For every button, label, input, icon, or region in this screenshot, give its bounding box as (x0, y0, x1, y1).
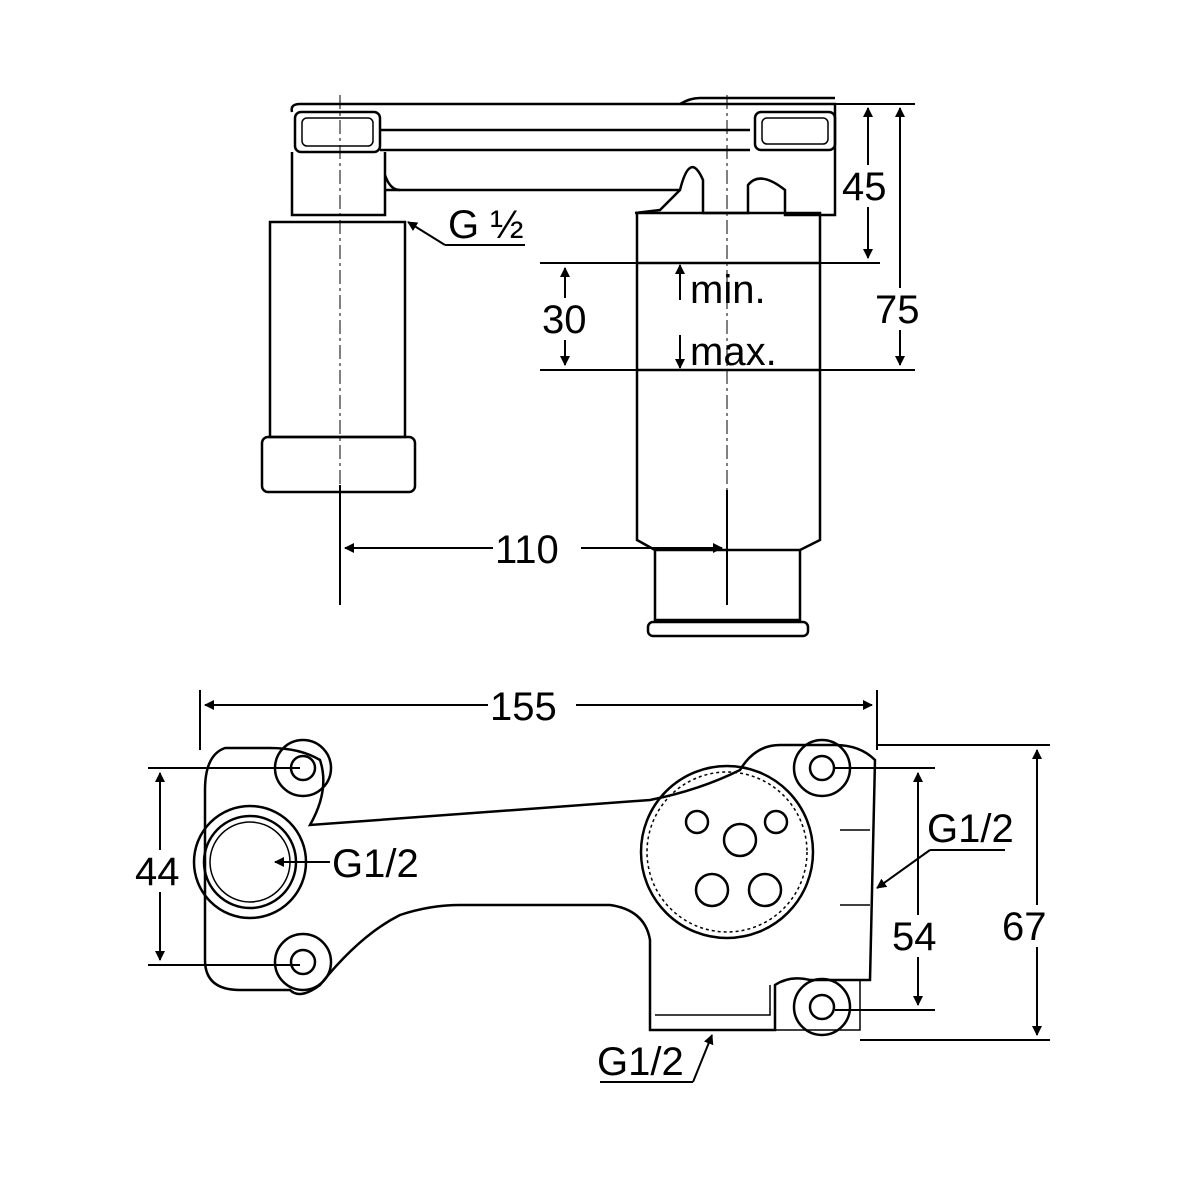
dim-75: 75 (875, 288, 920, 332)
valve-body (639, 764, 815, 940)
max-label: max. (690, 330, 777, 374)
dim-44: 44 (135, 850, 180, 894)
right-cylinder-ring (646, 620, 810, 638)
top-view: G ½ 30 min. max. 45 75 110 (260, 95, 928, 638)
thread-label-right: G1/2 (927, 807, 1014, 851)
arm-outline (290, 96, 837, 217)
dim-155: 155 (490, 685, 557, 729)
dim-67: 67 (1002, 905, 1047, 949)
left-cylinder (268, 220, 407, 439)
base-plate-outline (203, 743, 877, 1032)
left-cylinder-base (260, 435, 417, 494)
dim-45: 45 (842, 165, 887, 209)
right-cylinder (635, 211, 822, 622)
dim-110: 110 (495, 528, 559, 572)
mounting-holes (273, 738, 852, 1037)
bottom-view: 155 44 G1/2 G1/2 54 67 G1/2 (133, 685, 1055, 1084)
right-handle-inner (761, 117, 829, 145)
min-label: min. (690, 268, 766, 312)
dim-54: 54 (892, 915, 937, 959)
left-neck (290, 152, 401, 217)
left-handle-cap (293, 110, 382, 154)
thread-label-bottom: G1/2 (597, 1040, 684, 1084)
dim-30: 30 (542, 298, 587, 342)
left-handle-inner (301, 117, 374, 147)
thread-label-left: G1/2 (332, 842, 419, 886)
thread-label-top: G ½ (448, 203, 524, 247)
right-handle-cap (753, 110, 837, 152)
